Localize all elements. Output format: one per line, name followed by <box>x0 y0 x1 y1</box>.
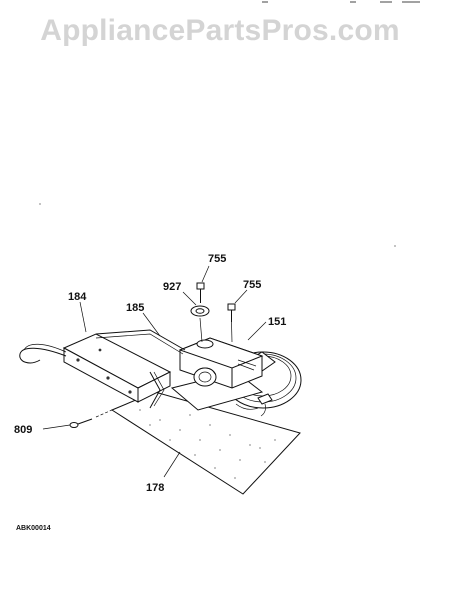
part-755-screw-a <box>196 282 205 343</box>
callout-178: 178 <box>146 482 164 494</box>
part-185-bar <box>95 329 186 409</box>
callout-185: 185 <box>126 302 144 314</box>
part-809-screw <box>69 409 113 428</box>
callout-755-right: 755 <box>243 279 261 291</box>
leader-lines <box>42 265 267 478</box>
part-755-screw-b <box>227 303 236 343</box>
scan-marks <box>39 1 420 247</box>
callout-755-upper: 755 <box>208 253 226 265</box>
callout-927: 927 <box>163 281 181 293</box>
part-927-washer <box>190 305 210 317</box>
callout-151: 151 <box>268 316 286 328</box>
callout-184: 184 <box>68 291 87 303</box>
watermark-text: AppliancePartsPros.com <box>40 14 400 47</box>
callout-809: 809 <box>14 424 32 436</box>
part-151-motor-assembly <box>170 337 302 417</box>
part-184-bracket <box>19 333 172 403</box>
diagram-code: ABK00014 <box>16 525 51 532</box>
